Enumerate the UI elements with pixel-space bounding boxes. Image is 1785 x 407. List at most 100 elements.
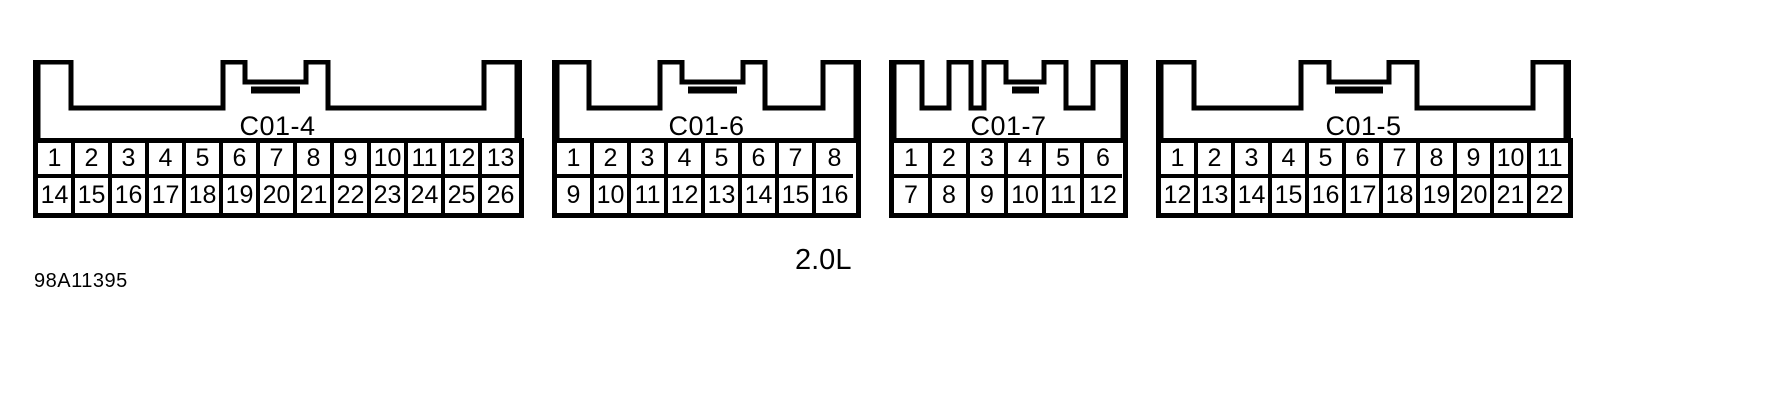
- pin-cell[interactable]: 7: [894, 178, 932, 213]
- connector-label-c01-6: C01-6: [668, 111, 745, 141]
- pin-cell[interactable]: 4: [149, 143, 186, 178]
- pin-cell[interactable]: 8: [1420, 143, 1457, 178]
- pin-cell[interactable]: 6: [742, 143, 779, 178]
- pin-cell[interactable]: 3: [112, 143, 149, 178]
- pin-cell[interactable]: 16: [112, 178, 149, 213]
- pin-cell[interactable]: 13: [482, 143, 519, 178]
- pin-cell[interactable]: 7: [260, 143, 297, 178]
- pin-cell[interactable]: 16: [1309, 178, 1346, 213]
- connector-label-c01-4: C01-4: [239, 111, 316, 141]
- connector-shell-c01-4: C01-4: [33, 60, 522, 141]
- pin-cell[interactable]: 7: [779, 143, 816, 178]
- pin-cell[interactable]: 6: [1346, 143, 1383, 178]
- pin-cell[interactable]: 9: [557, 178, 594, 213]
- connector-c01-4: C01-4 1 2 3 4 5 6 7 8 9 10 11 12 13: [33, 60, 524, 218]
- pin-cell[interactable]: 8: [297, 143, 334, 178]
- pin-cell[interactable]: 9: [334, 143, 371, 178]
- pin-cell[interactable]: 4: [668, 143, 705, 178]
- pin-row-bottom-c01-7: 7 8 9 10 11 12: [894, 178, 1123, 213]
- connector-shell-c01-6: C01-6: [552, 60, 861, 141]
- pin-cell[interactable]: 13: [705, 178, 742, 213]
- pin-cell[interactable]: 16: [816, 178, 853, 213]
- pin-cell[interactable]: 17: [149, 178, 186, 213]
- pin-cell[interactable]: 18: [186, 178, 223, 213]
- pin-cell[interactable]: 24: [408, 178, 445, 213]
- pin-cell[interactable]: 3: [1235, 143, 1272, 178]
- pin-cell[interactable]: 11: [1046, 178, 1084, 213]
- pin-cell[interactable]: 3: [970, 143, 1008, 178]
- pin-cell[interactable]: 12: [445, 143, 482, 178]
- pin-row-bottom-c01-5: 12 13 14 15 16 17 18 19 20 21 22: [1161, 178, 1568, 213]
- pin-cell[interactable]: 11: [631, 178, 668, 213]
- pin-cell[interactable]: 7: [1383, 143, 1420, 178]
- pin-cell[interactable]: 3: [631, 143, 668, 178]
- pin-cell[interactable]: 22: [334, 178, 371, 213]
- pin-cell[interactable]: 9: [970, 178, 1008, 213]
- pin-cell[interactable]: 5: [705, 143, 742, 178]
- pin-grid-c01-5: 1 2 3 4 5 6 7 8 9 10 11 12 13 14 15: [1156, 138, 1573, 218]
- pin-row-top-c01-4: 1 2 3 4 5 6 7 8 9 10 11 12 13: [38, 143, 519, 178]
- connector-shell-c01-5: C01-5: [1156, 60, 1571, 140]
- shell-outline-icon: [894, 60, 1123, 138]
- pin-cell[interactable]: 15: [1272, 178, 1309, 213]
- pin-cell[interactable]: 23: [371, 178, 408, 213]
- pin-cell[interactable]: 5: [1046, 143, 1084, 178]
- pin-cell[interactable]: 6: [223, 143, 260, 178]
- pin-cell[interactable]: 14: [38, 178, 75, 213]
- pin-cell[interactable]: 10: [1494, 143, 1531, 178]
- pin-row-top-c01-7: 1 2 3 4 5 6: [894, 143, 1123, 178]
- shell-outline-icon: [1161, 60, 1566, 138]
- pin-cell[interactable]: 10: [1008, 178, 1046, 213]
- pin-cell[interactable]: 8: [932, 178, 970, 213]
- pin-cell[interactable]: 19: [223, 178, 260, 213]
- pin-cell[interactable]: 19: [1420, 178, 1457, 213]
- engine-displacement-label: 2.0L: [795, 244, 852, 276]
- pin-cell[interactable]: 14: [1235, 178, 1272, 213]
- pin-cell[interactable]: 2: [75, 143, 112, 178]
- pin-cell[interactable]: 22: [1531, 178, 1568, 213]
- connector-shell-c01-7: C01-7: [889, 60, 1128, 140]
- pin-cell[interactable]: 17: [1346, 178, 1383, 213]
- pin-cell[interactable]: 11: [1531, 143, 1568, 178]
- pin-cell[interactable]: 8: [816, 143, 853, 178]
- pin-cell[interactable]: 9: [1457, 143, 1494, 178]
- connector-group: C01-4 1 2 3 4 5 6 7 8 9 10 11 12 13: [33, 60, 1573, 218]
- pin-cell[interactable]: 15: [779, 178, 816, 213]
- pin-cell[interactable]: 21: [1494, 178, 1531, 213]
- pin-cell[interactable]: 18: [1383, 178, 1420, 213]
- pin-row-top-c01-5: 1 2 3 4 5 6 7 8 9 10 11: [1161, 143, 1568, 178]
- connector-c01-7: C01-7 1 2 3 4 5 6 7 8 9 10 11 12: [889, 60, 1128, 218]
- pin-cell[interactable]: 12: [1161, 178, 1198, 213]
- pin-cell[interactable]: 20: [1457, 178, 1494, 213]
- pin-cell[interactable]: 21: [297, 178, 334, 213]
- pin-cell[interactable]: 5: [186, 143, 223, 178]
- pin-cell[interactable]: 15: [75, 178, 112, 213]
- pin-cell[interactable]: 10: [594, 178, 631, 213]
- pin-cell[interactable]: 2: [594, 143, 631, 178]
- pin-cell[interactable]: 26: [482, 178, 519, 213]
- pin-cell[interactable]: 20: [260, 178, 297, 213]
- pin-cell[interactable]: 5: [1309, 143, 1346, 178]
- pin-cell[interactable]: 6: [1084, 143, 1122, 178]
- shell-outline-icon: [557, 60, 856, 138]
- pin-cell[interactable]: 1: [557, 143, 594, 178]
- connector-c01-5: C01-5 1 2 3 4 5 6 7 8 9 10 11 12: [1156, 60, 1573, 218]
- pin-cell[interactable]: 13: [1198, 178, 1235, 213]
- pin-cell[interactable]: 10: [371, 143, 408, 178]
- pin-cell[interactable]: 1: [38, 143, 75, 178]
- shell-outline-icon: [38, 60, 517, 138]
- pin-cell[interactable]: 1: [1161, 143, 1198, 178]
- pin-cell[interactable]: 2: [1198, 143, 1235, 178]
- pin-cell[interactable]: 12: [1084, 178, 1122, 213]
- pin-cell[interactable]: 12: [668, 178, 705, 213]
- pin-grid-c01-4: 1 2 3 4 5 6 7 8 9 10 11 12 13 14 15: [33, 138, 524, 218]
- pin-cell[interactable]: 11: [408, 143, 445, 178]
- pin-cell[interactable]: 25: [445, 178, 482, 213]
- pin-cell[interactable]: 14: [742, 178, 779, 213]
- pin-cell[interactable]: 1: [894, 143, 932, 178]
- pin-grid-c01-7: 1 2 3 4 5 6 7 8 9 10 11 12: [889, 138, 1128, 218]
- pin-cell[interactable]: 4: [1272, 143, 1309, 178]
- pin-cell[interactable]: 2: [932, 143, 970, 178]
- pin-cell[interactable]: 4: [1008, 143, 1046, 178]
